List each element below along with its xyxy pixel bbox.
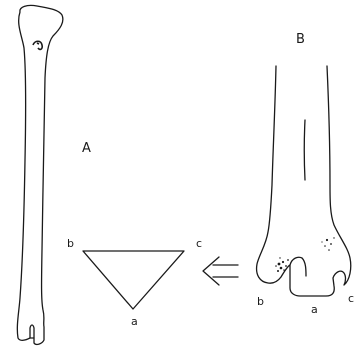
left-arrow-outline [203, 257, 238, 285]
triangle-outline [83, 251, 184, 309]
distal-bone-b-inner-notch [290, 257, 306, 276]
triangle-vertex-b-label: b [67, 237, 74, 250]
distal-bone-b-shaft-line [304, 120, 305, 180]
bone-point-b-label: b [257, 295, 264, 308]
triangle-vertex-c-label: c [196, 237, 202, 250]
panel-a-label: A [82, 141, 91, 156]
long-bone-a: A [17, 5, 91, 344]
bone-point-c-label: c [348, 292, 354, 305]
long-bone-a-proximal-marking [33, 41, 42, 49]
long-bone-a-outline [17, 5, 63, 344]
triangle-vertex-a-label: a [131, 315, 138, 328]
left-arrow [203, 257, 238, 285]
long-bone-a-distal-notch [30, 325, 34, 338]
cross-section-triangle: b c a [67, 237, 202, 328]
distal-bone-b: B b a c [257, 32, 354, 316]
bone-point-a-label: a [311, 303, 318, 316]
panel-b-label: B [296, 32, 305, 47]
